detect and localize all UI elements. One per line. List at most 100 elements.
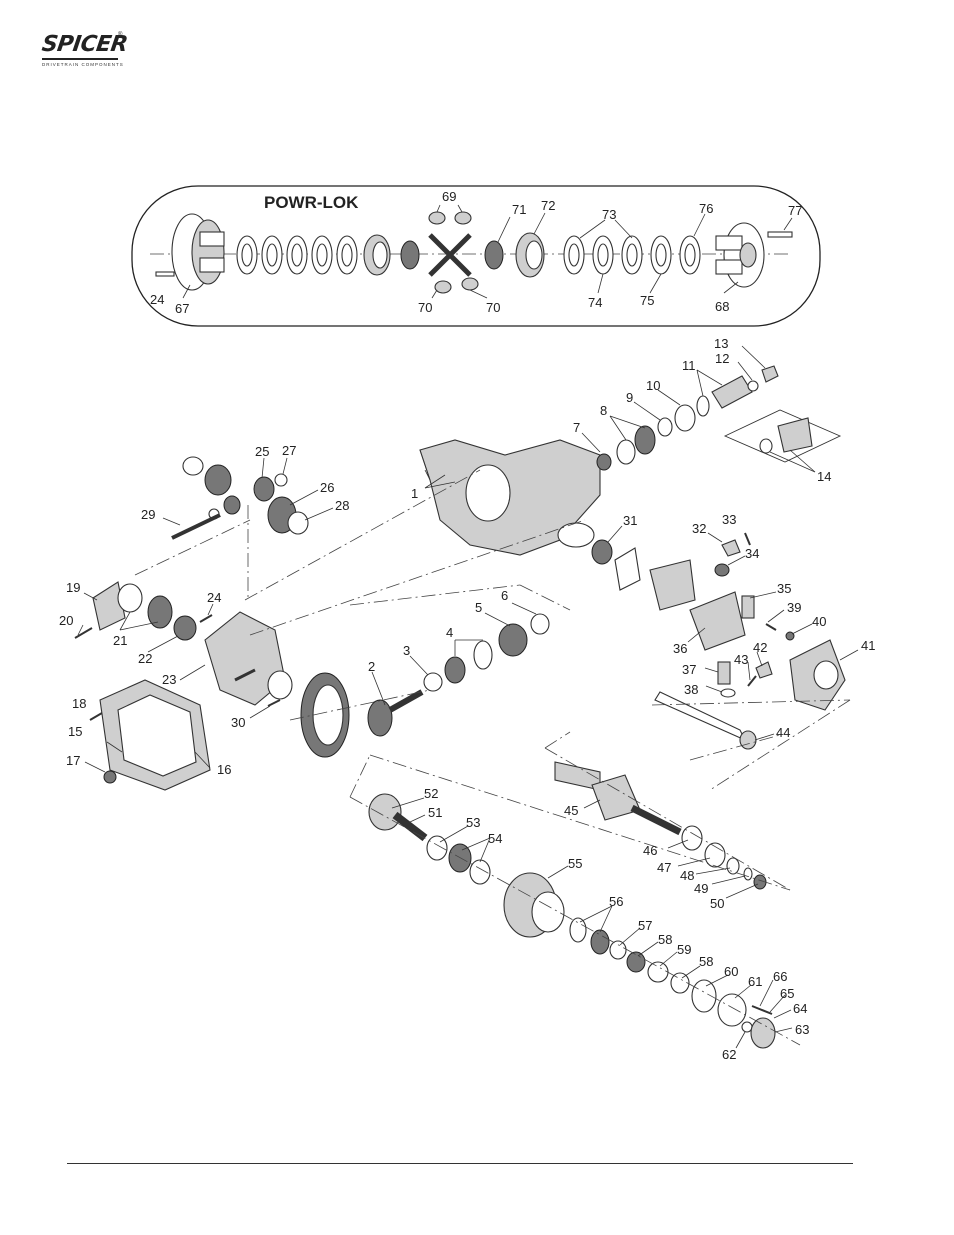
callout-5: 5 [475,600,482,615]
callout-18: 18 [72,696,86,711]
case-half-68 [716,223,764,287]
bolt-18 [90,713,102,720]
callout-29: 29 [141,507,155,522]
callout-58-a: 58 [658,932,672,947]
callout-74: 74 [588,295,602,310]
spindle-51 [395,815,425,838]
drive-flange-61 [718,994,746,1026]
ring-38 [721,689,735,697]
washer-12 [748,381,758,391]
callout-60: 60 [724,964,738,979]
footer-rule [67,1163,853,1164]
tie-rod-44 [655,692,745,740]
callout-66: 66 [773,969,787,984]
nut-32 [722,540,740,556]
discs-73-76 [564,236,700,274]
ball-joint-37 [718,662,730,684]
callout-46: 46 [643,843,657,858]
bolt-24 [200,615,212,622]
bolt-77 [768,232,792,237]
callout-12: 12 [715,351,729,366]
callout-45: 45 [564,803,578,818]
callout-8: 8 [600,403,607,418]
callout-48: 48 [680,868,694,883]
callout-53: 53 [466,815,480,830]
callout-30: 30 [231,715,245,730]
washer-57 [610,941,626,959]
callout-1: 1 [411,486,418,501]
callout-49: 49 [694,881,708,896]
callout-39: 39 [787,600,801,615]
callout-55: 55 [568,856,582,871]
callout-33: 33 [722,512,736,527]
shaft-29 [172,515,220,538]
callout-43: 43 [734,652,748,667]
callout-59: 59 [677,942,691,957]
bolt-20 [75,628,92,638]
callout-14: 14 [817,469,831,484]
washer-48 [727,858,739,874]
callout-72: 72 [541,198,555,213]
callout-23: 23 [162,672,176,687]
spindle-flange-52 [369,794,401,830]
callout-32: 32 [692,521,706,536]
spacer-5 [499,624,527,656]
shim-6 [531,614,549,634]
callout-22: 22 [138,651,152,666]
washer-28 [288,512,308,534]
ring-49 [744,868,752,880]
callout-42: 42 [753,640,767,655]
slinger-10 [675,405,695,431]
cup-54 [470,860,490,884]
callout-10: 10 [646,378,660,393]
bearing-4 [445,657,465,683]
lockwasher-59 [648,962,668,982]
callout-51: 51 [428,805,442,820]
clutch-plates [237,235,390,275]
callout-34: 34 [745,546,759,561]
bearing-56 [591,930,609,954]
callout-56: 56 [609,894,623,909]
ball-joint-35 [742,596,754,618]
axle-tube [650,560,695,610]
pin-30 [268,700,280,706]
nut-13 [762,366,778,382]
powr-lok-inset: POWR-LOK [132,186,820,326]
callout-3: 3 [403,643,410,658]
callout-26: 26 [320,480,334,495]
callout-61: 61 [748,974,762,989]
callout-37: 37 [682,662,696,677]
callout-76: 76 [699,201,713,216]
callout-52: 52 [424,786,438,801]
seal-7 [597,454,611,470]
case-half-67 [172,214,224,290]
cup-56 [570,918,586,942]
pinion-mate-25 [254,477,274,501]
cap-63 [751,1018,775,1048]
washer-left [183,457,203,475]
callout-15: 15 [68,724,82,739]
callout-2: 2 [368,659,375,674]
callout-64: 64 [793,1001,807,1016]
bearing-8 [635,426,655,454]
steering-knuckle-group [592,533,850,790]
pin-33 [745,533,750,545]
callout-35: 35 [777,581,791,596]
seal-31 [592,540,612,564]
callout-67: 67 [175,301,189,316]
washer-9 [658,418,672,436]
callout-16: 16 [217,762,231,777]
ring-72 [516,233,544,277]
yoke-11 [712,376,752,408]
callout-9: 9 [626,390,633,405]
callout-57: 57 [638,918,652,933]
bushing-34 [715,564,729,576]
callout-6: 6 [501,588,508,603]
plug-17 [104,771,116,783]
race-8 [617,440,635,464]
callout-7: 7 [573,420,580,435]
callout-4: 4 [446,625,453,640]
callout-69: 69 [442,189,456,204]
flange-14 [778,418,812,452]
